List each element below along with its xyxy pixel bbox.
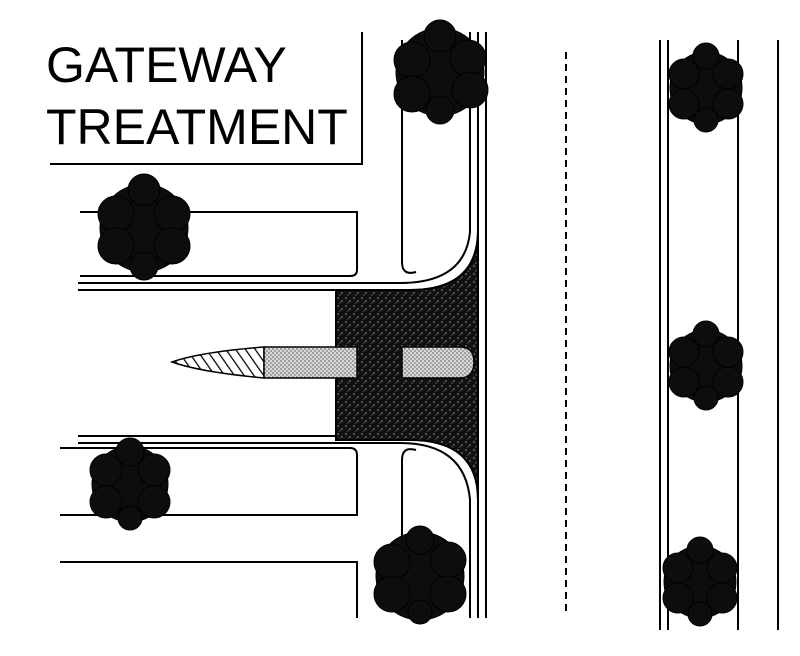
tree xyxy=(97,173,191,281)
title-line-2: TREATMENT xyxy=(46,99,348,155)
tree xyxy=(393,19,489,125)
tree xyxy=(668,320,744,411)
title-line-1: GATEWAY xyxy=(46,37,287,93)
splitter-island xyxy=(169,346,475,379)
diagram-title: GATEWAY TREATMENT xyxy=(46,40,348,152)
tree xyxy=(373,525,467,625)
trees xyxy=(89,19,744,627)
title-frame xyxy=(50,32,363,165)
tree xyxy=(89,437,171,531)
tree xyxy=(668,42,744,133)
right-sidewalk xyxy=(659,40,779,630)
tree xyxy=(662,536,738,627)
